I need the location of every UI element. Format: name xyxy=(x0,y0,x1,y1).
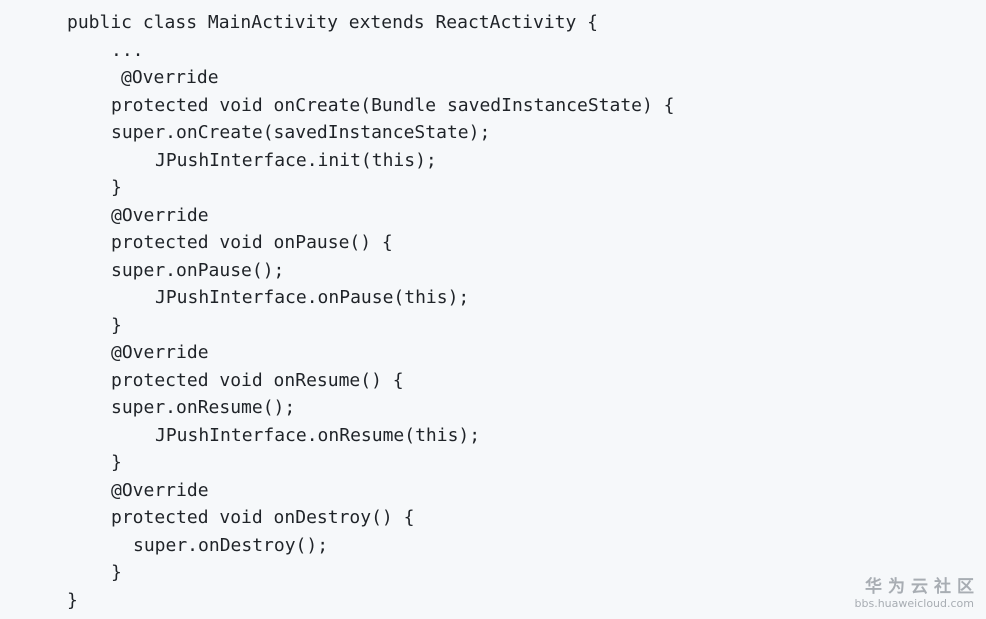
code-line: @Override xyxy=(111,479,209,501)
code-line: protected void onResume() { xyxy=(111,369,404,391)
code-line: JPushInterface.onPause(this); xyxy=(155,287,470,308)
code-line: } xyxy=(111,562,122,583)
code-line: @Override xyxy=(111,342,209,363)
code-line: protected void onDestroy() { xyxy=(111,507,415,528)
code-line: @Override xyxy=(121,67,219,88)
code-line: super.onResume(); xyxy=(111,397,296,418)
code-line: protected void onCreate(Bundle savedInst… xyxy=(111,94,675,116)
code-line: public class MainActivity extends ReactA… xyxy=(67,12,599,33)
watermark: 华为云社区 bbs.huaweicloud.com xyxy=(855,577,974,610)
code-line: } xyxy=(111,177,122,198)
code-line: JPushInterface.init(this); xyxy=(155,149,437,171)
code-line: @Override xyxy=(111,204,209,226)
code-line: super.onPause(); xyxy=(111,259,285,281)
code-line: } xyxy=(111,314,122,336)
code-line: protected void onPause() { xyxy=(111,232,393,253)
code-line: ... xyxy=(111,39,144,61)
code-line: JPushInterface.onResume(this); xyxy=(155,424,481,446)
watermark-title: 华为云社区 xyxy=(865,577,980,597)
code-line: super.onDestroy(); xyxy=(133,534,329,556)
code-line: super.onCreate(savedInstanceState); xyxy=(111,122,491,143)
code-line: } xyxy=(67,589,78,611)
watermark-url: bbs.huaweicloud.com xyxy=(854,597,974,610)
code-line: } xyxy=(111,452,122,473)
